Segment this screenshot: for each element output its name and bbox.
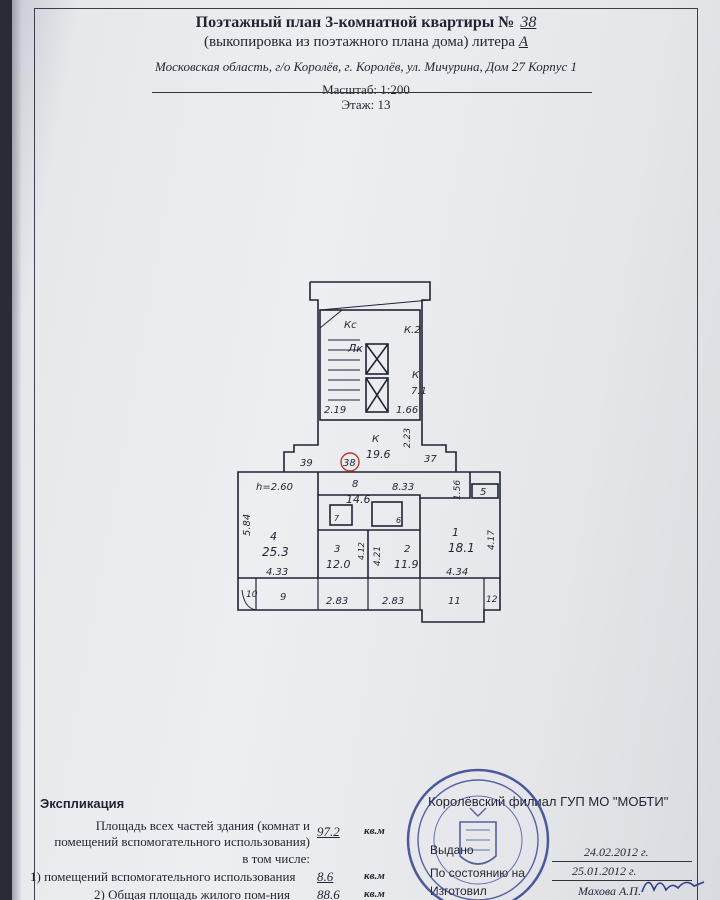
made-by-name: Махова А.П. [578,884,641,898]
plan-label-433: 4.33 [266,567,288,578]
scale-label: Масштаб: 1:200 [322,82,410,97]
issuing-organization: Королёвский филиал ГУП МО "МОБТИ" [428,794,669,809]
document-subtitle: (выкопировка из поэтажного плана дома) л… [203,34,528,50]
plan-core-hatch [319,299,431,329]
plan-label-10: 10 [246,590,258,600]
explication-heading: Экспликация [40,796,125,811]
plan-label-k-hall-area: 19.6 [366,448,391,461]
plan-loggia-dividers [255,578,485,610]
plan-bath-1 [329,504,353,526]
plan-label-3: 3 [334,544,340,555]
plan-bath-2 [371,501,403,527]
plan-label-7: 7 [334,514,340,523]
plan-label-2: 2 [404,544,410,555]
plan-label-417: 4.17 [487,530,497,550]
plan-wall-core-left [283,282,319,472]
state-date: 25.01.2012 г. [572,864,637,878]
living-area-value: 88.6 [317,887,340,900]
header-rule [152,92,592,93]
apartment-number-circle [340,452,360,472]
plan-label-9: 9 [280,592,286,603]
issued-date: 24.02.2012 г. [584,845,649,859]
aux-area-label: 1) помещений вспомогательного использова… [30,869,296,884]
plan-label-stair: Лк [347,342,363,355]
plan-loggia-arc [241,589,257,611]
plan-label-833: 8.33 [392,482,414,493]
plan-label-k-hall: К [372,434,380,445]
official-seal [406,768,550,900]
aux-area-value: 8.6 [317,869,334,884]
plan-label-283b: 2.83 [382,596,404,607]
floor-plan-drawing: Кс К.2 Лк К 7.1 2.19 1.66 К 19.6 2.23 39… [237,281,501,623]
plan-label-421: 4.21 [373,546,383,566]
total-area-label-1: Площадь всех частей здания (комнат и [95,818,310,833]
plan-label-1-area: 18.1 [448,541,475,555]
plan-label-2-area: 11.9 [394,558,419,571]
litera-value: А [518,34,528,50]
plan-label-height: h=2.60 [256,482,293,493]
plan-wall-core-right [310,281,457,472]
floor-label: Этаж: 13 [341,97,391,112]
in-that-label: в том числе: [242,851,310,866]
state-date-underline [552,880,692,881]
living-area-unit: кв.м [364,888,385,900]
plan-label-37: 37 [424,454,437,465]
plan-label-1: 1 [452,526,459,539]
plan-label-6: 6 [396,516,401,525]
total-area-value: 97.2 [317,824,340,839]
total-area-label-2: помещений вспомогательного использования… [54,834,310,849]
plan-label-3-area: 12.0 [326,558,351,571]
plan-label-38: 38 [343,458,356,469]
apartment-number: 38 [520,14,537,31]
plan-lift-1 [365,343,389,375]
plan-label-8-area: 14.6 [346,493,371,506]
handwritten-signature [641,881,705,893]
plan-room-5 [471,483,499,499]
total-area-unit: кв.м [364,825,385,837]
plan-label-kc: Кс [344,320,357,331]
plan-label-219: 2.19 [324,405,346,416]
plan-label-k-small: К [412,370,420,381]
plan-lift-2 [365,377,389,413]
document-frame [34,8,698,900]
plan-label-5: 5 [480,487,486,498]
plan-label-412: 4.12 [357,542,366,560]
plan-label-584: 5.84 [242,514,253,536]
plan-apartment-outline [237,471,501,623]
made-by-label: Изготовил [430,884,487,898]
plan-label-166: 1.66 [396,405,418,416]
plan-label-k2: К.2 [404,325,421,336]
living-area-label: 2) Общая площадь жилого пом-ния [94,887,290,900]
issued-label: Выдано [430,843,474,857]
plan-label-434: 4.34 [446,567,468,578]
plan-label-11: 11 [448,596,461,607]
plan-label-8: 8 [352,479,358,490]
plan-label-39: 39 [300,458,313,469]
plan-label-223: 2.23 [403,428,413,448]
plan-label-12: 12 [486,595,498,605]
plan-label-k-small-area: 7.1 [411,386,427,397]
aux-area-unit: кв.м [364,870,385,882]
plan-label-4: 4 [270,530,277,543]
issued-date-underline [552,861,692,862]
plan-stair-steps [328,339,360,401]
plan-label-156: 1.56 [453,480,463,500]
plan-lift-cross [365,343,389,413]
plan-label-283a: 2.83 [326,596,348,607]
plan-core-room [319,309,421,421]
address-line: Московская область, г/о Королёв, г. Коро… [154,59,578,74]
plan-label-4-area: 25.3 [262,545,289,559]
